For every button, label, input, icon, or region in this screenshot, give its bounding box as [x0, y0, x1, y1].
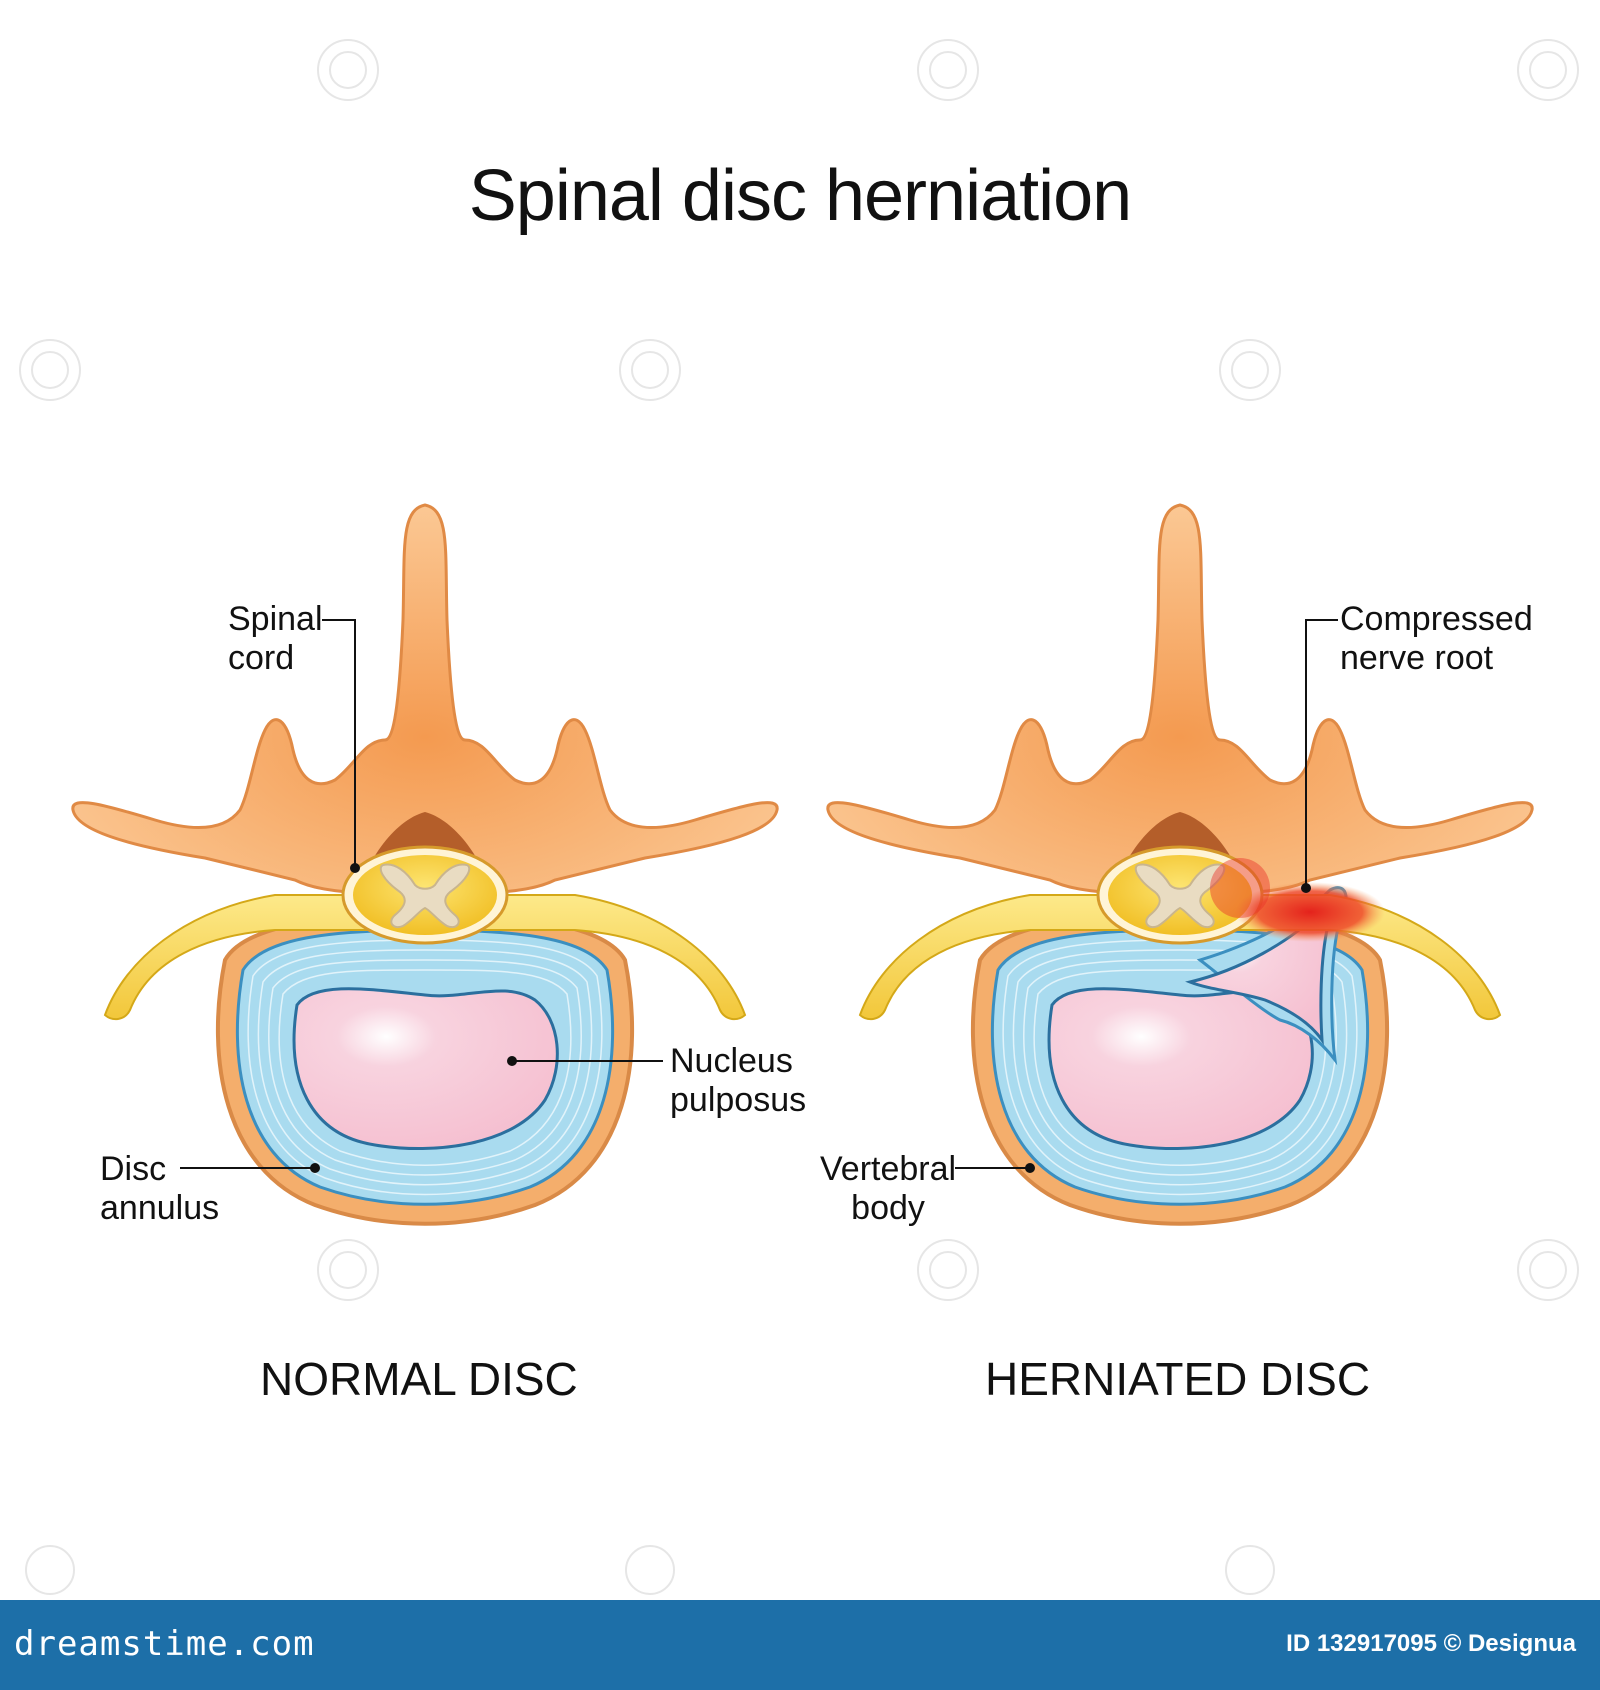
- herniated-vertebra: [826, 503, 1534, 1226]
- brand-logo[interactable]: dreamstime.com: [14, 1624, 315, 1664]
- compressed-nerve-root-label: Compressed nerve root: [1340, 600, 1533, 678]
- vertebral-body-label-line2: body: [851, 1189, 925, 1227]
- spinal-cord-label-line2: cord: [228, 639, 295, 677]
- nucleus-pulposus-label-line2: pulposus: [670, 1081, 807, 1119]
- image-credit: ID 132917095 © Designua: [1286, 1630, 1576, 1657]
- disc-annulus-label-line1: Disc: [100, 1150, 167, 1188]
- normal-disc-caption: NORMAL DISC: [260, 1353, 578, 1405]
- compressed-nerve-highlight: [1235, 882, 1385, 942]
- vertebral-body-label-line1: Vertebral: [820, 1150, 957, 1188]
- page-title: Spinal disc herniation: [468, 156, 1132, 236]
- compressed-nerve-root-label-line2: nerve root: [1340, 639, 1494, 677]
- compressed-nerve-root-label-line1: Compressed: [1340, 600, 1533, 638]
- spinal-cord-label-line1: Spinal: [228, 600, 323, 638]
- disc-annulus-label-line2: annulus: [100, 1189, 220, 1227]
- watermark-marks: [19, 39, 1579, 1595]
- footer-bar: dreamstime.com ID 132917095 © Designua: [0, 1600, 1600, 1690]
- nucleus-pulposus-label-line1: Nucleus: [670, 1042, 793, 1080]
- nucleus-pulposus-label: Nucleus pulposus: [670, 1042, 806, 1120]
- spinal-cord-label: Spinal cord: [228, 600, 323, 678]
- herniated-disc-caption: HERNIATED DISC: [985, 1353, 1371, 1405]
- vertebral-body-label: Vertebral body: [820, 1150, 956, 1228]
- disc-annulus-label: Disc annulus: [100, 1150, 219, 1228]
- leader-lines: [180, 619, 1338, 1173]
